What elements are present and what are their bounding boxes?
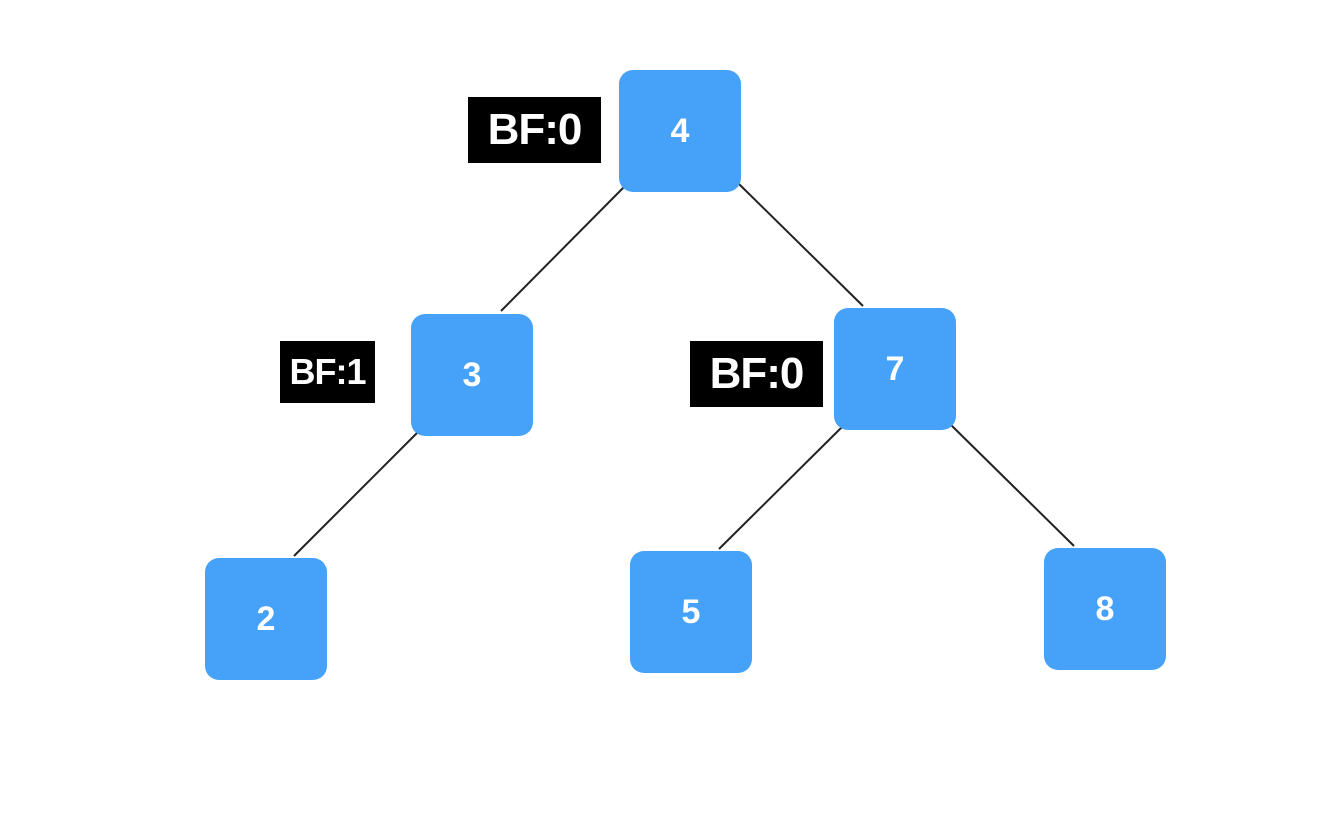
edge-3-2: [293, 431, 419, 557]
balance-factor-label-3: BF:1: [280, 341, 375, 403]
balance-factor-label-4: BF:0: [468, 97, 601, 163]
tree-node-7: 7: [834, 308, 956, 430]
tree-node-2: 2: [205, 558, 327, 680]
edge-7-8: [949, 423, 1075, 547]
tree-node-5: 5: [630, 551, 752, 673]
tree-node-4: 4: [619, 70, 741, 192]
edge-7-5: [718, 426, 843, 550]
tree-node-8: 8: [1044, 548, 1166, 670]
balance-factor-label-7: BF:0: [690, 341, 823, 407]
tree-node-3: 3: [411, 314, 533, 436]
edge-4-3: [500, 186, 625, 312]
edge-4-7: [738, 183, 864, 307]
